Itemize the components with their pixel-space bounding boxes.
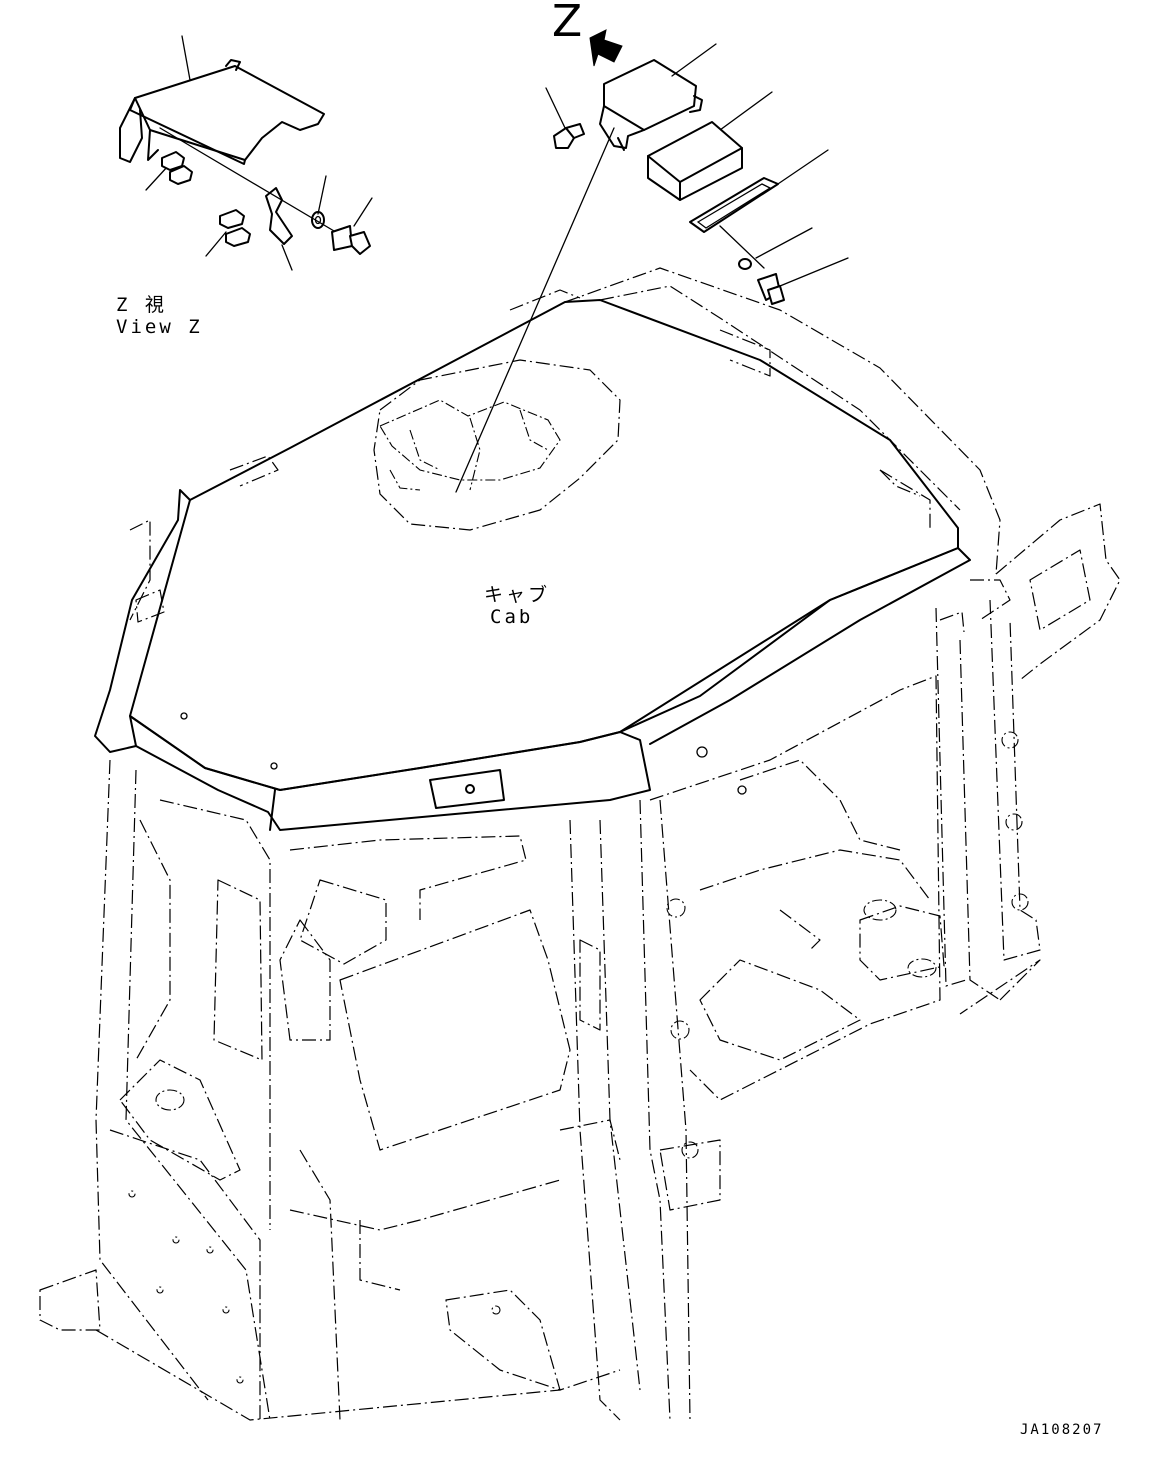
cab-roof — [94, 299, 971, 831]
z-direction-arrow — [589, 29, 623, 67]
view-marker-z: Z — [552, 0, 583, 47]
cab-label-jp: キャブ — [484, 584, 551, 606]
exploded-parts-top-right — [455, 43, 849, 493]
view-z-label-en: View Z — [116, 316, 203, 338]
drawing-code: JA108207 — [1020, 1422, 1104, 1438]
cab-label-en: Cab — [490, 606, 534, 628]
detail-bubble — [373, 359, 621, 531]
cab-frame-phantom — [39, 267, 1121, 1421]
view-z-detail — [119, 35, 373, 271]
view-z-label-jp: Z 視 — [116, 294, 167, 316]
